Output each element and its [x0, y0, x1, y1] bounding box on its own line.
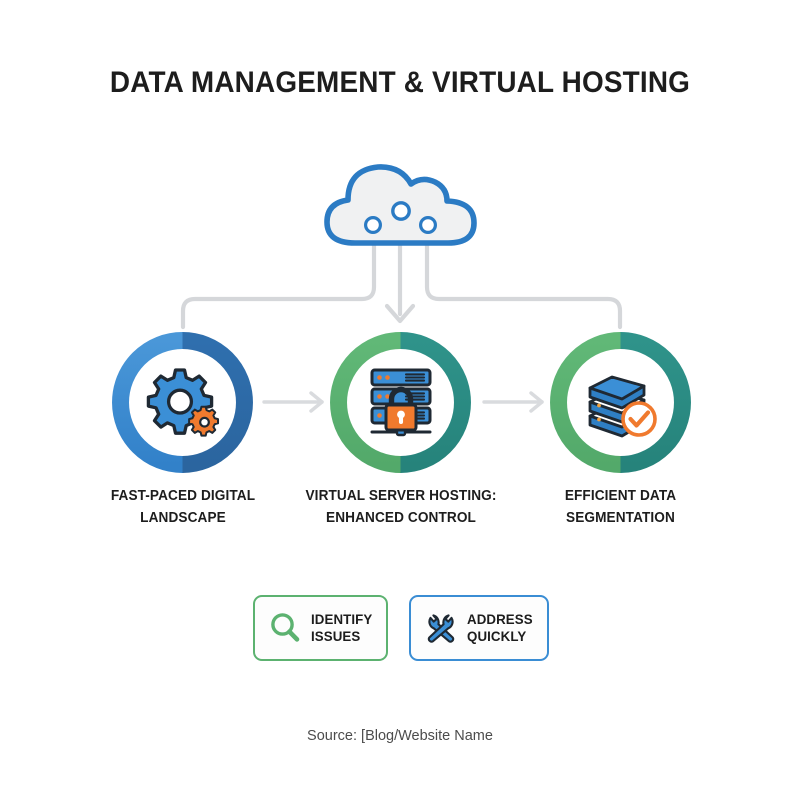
step-node-2[interactable] — [328, 330, 473, 475]
identify-issues-box[interactable]: IDENTIFY ISSUES — [253, 595, 388, 661]
step-2-ring — [330, 332, 471, 473]
step-1-ring — [112, 332, 253, 473]
identify-issues-label: IDENTIFY ISSUES — [311, 610, 373, 644]
address-quickly-box[interactable]: ADDRESS QUICKLY — [409, 595, 549, 661]
cloud-to-steps-connectors — [180, 225, 623, 330]
arrow-right-icon — [482, 391, 544, 413]
source-credit: Source: [Blog/Website Name — [307, 728, 493, 744]
step-3-ring — [550, 332, 691, 473]
address-quickly-label: ADDRESS QUICKLY — [467, 610, 533, 644]
magnifier-icon — [271, 613, 300, 642]
server-lock-icon — [370, 368, 431, 436]
step-3-caption: EFFICIENT DATA SEGMENTATION — [564, 488, 677, 526]
page-title: DATA MANAGEMENT & VIRTUAL HOSTING — [109, 66, 691, 99]
arrow-right-icon — [262, 391, 324, 413]
arrow-down-icon — [384, 303, 416, 324]
step-2-caption: VIRTUAL SERVER HOSTING: ENHANCED CONTROL — [305, 488, 497, 526]
gear-settings-icon — [146, 367, 219, 437]
step-node-3[interactable] — [548, 330, 693, 475]
step-node-1[interactable] — [110, 330, 255, 475]
wrench-screwdriver-icon — [427, 614, 455, 643]
database-check-icon — [588, 375, 657, 437]
cloud-network-icon — [324, 164, 477, 246]
step-1-caption: FAST-PACED DIGITAL LANDSCAPE — [110, 488, 256, 526]
